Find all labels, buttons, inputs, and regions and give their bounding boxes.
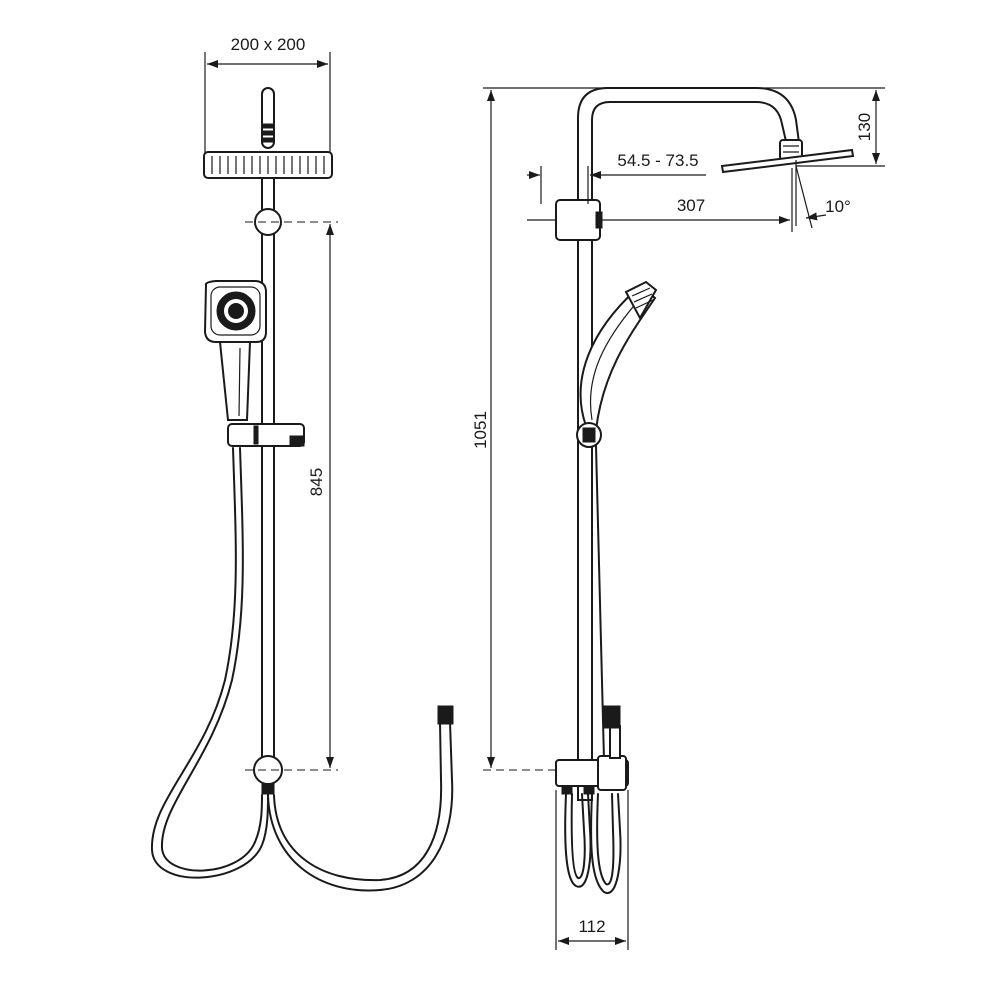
base-width-label: 112 xyxy=(578,917,605,936)
inner-hose xyxy=(595,445,605,761)
tilt-angle-label: 10° xyxy=(825,197,851,216)
rail-length-dimension: 845 xyxy=(245,221,338,771)
side-hoses xyxy=(564,793,622,895)
hand-shower xyxy=(203,280,267,421)
tilted-head xyxy=(720,139,855,174)
wall-bracket xyxy=(555,199,601,241)
bracket-range-dimension: 54.5 - 73.5 xyxy=(527,151,706,204)
head-width-label: 200 x 200 xyxy=(231,35,306,54)
projection-dimension: 307 xyxy=(527,168,793,232)
mixer-block xyxy=(555,705,629,795)
hand-shower-side xyxy=(576,280,658,448)
front-view: 200 x 200 xyxy=(150,35,454,892)
upper-connector xyxy=(254,208,282,236)
base-width-dimension: 112 xyxy=(555,790,629,950)
total-height-dimension: 1051 xyxy=(471,87,885,771)
overhead-shower-head xyxy=(203,151,333,179)
projection-label: 307 xyxy=(677,196,705,215)
head-drop-dimension: 130 xyxy=(796,90,885,167)
bracket-range-label: 54.5 - 73.5 xyxy=(617,151,698,170)
head-drop-label: 130 xyxy=(855,113,874,141)
shower-hose xyxy=(150,447,454,892)
tilt-angle-dimension: 10° xyxy=(795,160,851,229)
sliding-holder xyxy=(227,423,305,447)
head-width-dimension: 200 x 200 xyxy=(204,35,331,160)
riser-pipe xyxy=(577,87,802,801)
side-view: 1051 130 54.5 - 73.5 xyxy=(471,87,885,950)
riser-rail xyxy=(261,177,275,769)
hose-end-fitting xyxy=(437,705,454,725)
rail-length-label: 845 xyxy=(307,468,326,496)
total-height-label: 1051 xyxy=(471,411,490,449)
